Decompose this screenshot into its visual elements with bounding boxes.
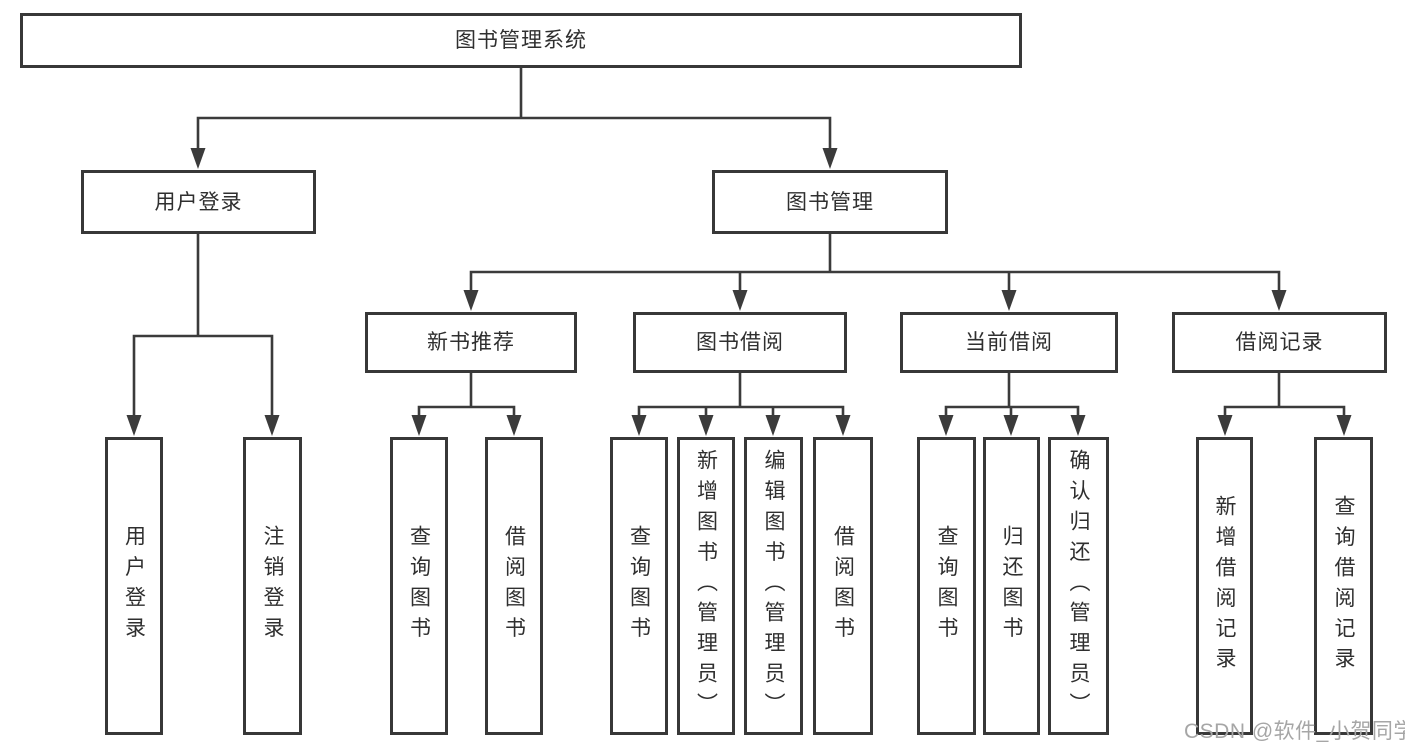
arrowhead-icon bbox=[631, 415, 647, 436]
edge-borrow-branch bbox=[637, 405, 845, 426]
leaf-query-books-recommend: 查询图书 bbox=[390, 437, 448, 735]
arrowhead-icon bbox=[411, 415, 427, 436]
leaf-borrow-books: 借阅图书 bbox=[813, 437, 873, 735]
leaf-borrow-books-label: 借阅图书 bbox=[831, 525, 855, 647]
arrowhead-icon bbox=[1003, 415, 1019, 436]
leaf-borrow-books-recommend: 借阅图书 bbox=[485, 437, 543, 735]
arrowhead-icon bbox=[1271, 290, 1287, 311]
arrowhead-icon bbox=[698, 415, 714, 436]
leaf-add-books-admin-label: 新增图书（管理员） bbox=[694, 448, 718, 724]
leaf-borrow-books-recommend-label: 借阅图书 bbox=[502, 525, 526, 647]
arrowhead-icon bbox=[1070, 415, 1086, 436]
arrowhead-icon bbox=[126, 415, 142, 436]
leaf-query-borrow-record-label: 查询借阅记录 bbox=[1332, 494, 1355, 678]
edge-current-branch bbox=[944, 405, 1080, 426]
arrowhead-icon bbox=[732, 290, 748, 311]
node-borrow-records-label: 借阅记录 bbox=[1235, 331, 1324, 354]
leaf-query-books-current: 查询图书 bbox=[917, 437, 976, 735]
arrowhead-icon bbox=[1336, 415, 1352, 436]
node-library-system-label: 图书管理系统 bbox=[455, 29, 587, 52]
node-user-login-label: 用户登录 bbox=[154, 190, 243, 214]
node-book-borrow: 图书借阅 bbox=[633, 312, 847, 373]
node-book-borrow-label: 图书借阅 bbox=[696, 331, 784, 354]
leaf-add-borrow-record-label: 新增借阅记录 bbox=[1213, 494, 1236, 678]
leaf-return-books-label: 归还图书 bbox=[1000, 525, 1023, 647]
arrowhead-icon bbox=[264, 415, 280, 436]
node-borrow-records: 借阅记录 bbox=[1172, 312, 1387, 373]
leaf-query-books-recommend-label: 查询图书 bbox=[407, 525, 431, 647]
leaf-edit-books-admin-label: 编辑图书（管理员） bbox=[762, 448, 785, 724]
leaf-user-login: 用户登录 bbox=[105, 437, 163, 735]
edge-root-branch bbox=[196, 116, 832, 156]
node-new-book-recommend-label: 新书推荐 bbox=[427, 331, 515, 354]
arrowhead-icon bbox=[765, 415, 781, 436]
leaf-query-borrow-record: 查询借阅记录 bbox=[1314, 437, 1373, 735]
node-book-management: 图书管理 bbox=[712, 170, 948, 234]
leaf-edit-books-admin: 编辑图书（管理员） bbox=[744, 437, 803, 735]
leaf-logout-login: 注销登录 bbox=[243, 437, 302, 735]
arrowhead-icon bbox=[938, 415, 954, 436]
edge-newbook-branch bbox=[417, 405, 516, 426]
node-book-management-label: 图书管理 bbox=[786, 190, 874, 214]
edge-userlogin-branch bbox=[132, 334, 274, 426]
arrowhead-icon bbox=[463, 290, 479, 311]
node-current-borrow-label: 当前借阅 bbox=[965, 331, 1053, 354]
leaf-add-borrow-record: 新增借阅记录 bbox=[1196, 437, 1253, 735]
node-library-system: 图书管理系统 bbox=[20, 13, 1022, 68]
arrowhead-icon bbox=[1001, 290, 1017, 311]
arrowhead-icon bbox=[190, 148, 206, 169]
arrowhead-icon bbox=[822, 148, 838, 169]
leaf-user-login-label: 用户登录 bbox=[122, 525, 146, 647]
node-user-login: 用户登录 bbox=[81, 170, 316, 234]
watermark: CSDN @软件_小贺同学 bbox=[1184, 720, 1405, 743]
leaf-query-books-current-label: 查询图书 bbox=[935, 525, 958, 647]
leaf-logout-login-label: 注销登录 bbox=[261, 525, 284, 647]
leaf-add-books-admin: 新增图书（管理员） bbox=[677, 437, 735, 735]
leaf-query-books-borrow: 查询图书 bbox=[610, 437, 668, 735]
arrowhead-icon bbox=[835, 415, 851, 436]
leaf-confirm-return-admin-label: 确认归还（管理员） bbox=[1067, 448, 1090, 724]
arrowhead-icon bbox=[506, 415, 522, 436]
leaf-query-books-borrow-label: 查询图书 bbox=[627, 525, 651, 647]
edge-records-branch bbox=[1223, 405, 1346, 426]
leaf-return-books: 归还图书 bbox=[983, 437, 1040, 735]
leaf-confirm-return-admin: 确认归还（管理员） bbox=[1048, 437, 1109, 735]
edge-bookmgmt-branch bbox=[469, 270, 1281, 297]
arrowhead-icon bbox=[1217, 415, 1233, 436]
node-current-borrow: 当前借阅 bbox=[900, 312, 1118, 373]
node-new-book-recommend: 新书推荐 bbox=[365, 312, 577, 373]
